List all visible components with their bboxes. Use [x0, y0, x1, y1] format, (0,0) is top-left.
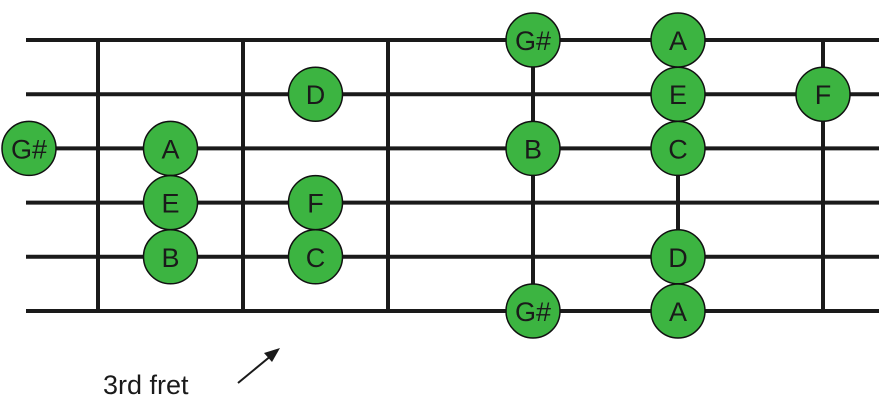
note-dot [1, 120, 57, 177]
note-marker: F [287, 174, 344, 231]
note-label: C [668, 134, 688, 164]
note-dot [505, 283, 561, 339]
note-label: E [669, 80, 687, 110]
note-label: D [306, 80, 326, 110]
note-marker: B [142, 229, 199, 285]
note-label: F [815, 80, 832, 110]
note-marker: E [650, 66, 706, 122]
note-label: D [668, 243, 688, 273]
note-label: A [161, 134, 179, 164]
note-label: E [161, 189, 179, 219]
note-dot [287, 66, 344, 122]
fret-caption-label: 3rd fret [103, 370, 189, 400]
arrow-head-icon [264, 348, 280, 362]
note-marker: E [142, 174, 199, 231]
note-label: G# [11, 134, 47, 164]
note-marker: D [287, 66, 344, 122]
note-dot [142, 229, 199, 285]
note-marker: A [650, 12, 706, 68]
note-label: A [669, 297, 687, 327]
note-marker: G# [505, 12, 561, 68]
note-dot [650, 283, 706, 339]
note-dot [287, 229, 344, 285]
note-label: G# [515, 297, 551, 327]
note-marker: F [795, 66, 851, 122]
note-marker: C [287, 229, 344, 285]
note-marker: G# [505, 283, 561, 339]
note-dot [795, 66, 851, 122]
fret-caption: 3rd fret [103, 348, 280, 400]
note-dot [505, 12, 561, 68]
note-label: F [307, 189, 324, 219]
frets [96, 40, 825, 311]
note-dot [650, 120, 706, 177]
note-marker: C [650, 120, 706, 177]
arrow-icon [237, 354, 273, 384]
note-marker: A [650, 283, 706, 339]
note-label: B [161, 243, 179, 273]
note-marker: A [142, 120, 199, 177]
note-label: G# [515, 26, 551, 56]
note-dot [505, 120, 561, 177]
note-label: A [669, 26, 687, 56]
note-marker: B [505, 120, 561, 177]
note-marker: D [650, 229, 706, 285]
note-marker: G# [1, 120, 57, 177]
note-label: C [306, 243, 326, 273]
note-label: B [524, 134, 542, 164]
